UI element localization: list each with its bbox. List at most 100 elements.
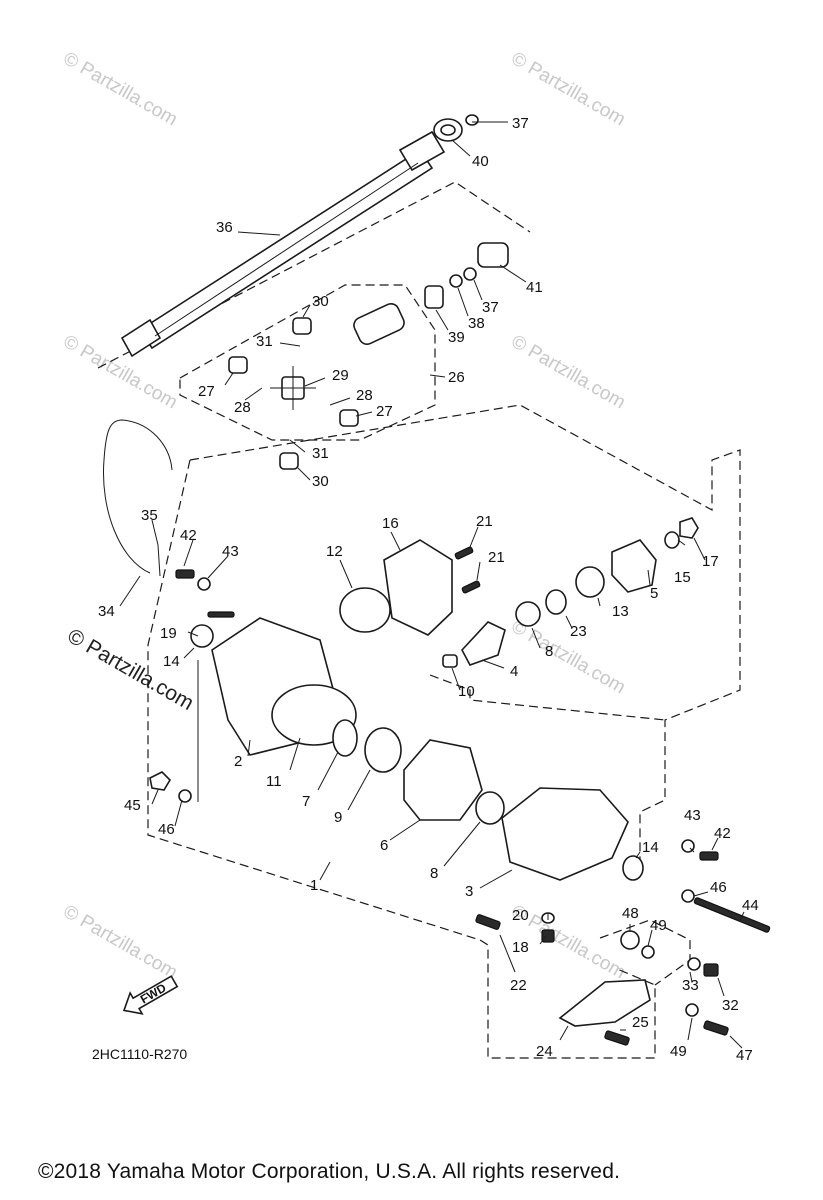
bolt-25	[604, 1030, 630, 1046]
callout-30b[interactable]: 30	[312, 473, 329, 490]
bolt-21-lower	[461, 580, 481, 594]
ring-37	[463, 267, 477, 281]
callout-25[interactable]: 25	[632, 1014, 649, 1031]
callout-12[interactable]: 12	[326, 543, 343, 560]
callout-24[interactable]: 24	[536, 1043, 553, 1060]
callout-11[interactable]: 11	[266, 773, 282, 790]
callout-17[interactable]: 17	[702, 553, 719, 570]
universal-joint[interactable]	[228, 301, 407, 470]
callout-31a[interactable]: 31	[256, 333, 273, 350]
callout-37b[interactable]: 37	[482, 299, 499, 316]
watermark: © Partzilla.com	[60, 331, 181, 413]
callout-15[interactable]: 15	[674, 569, 691, 586]
shim-7	[332, 719, 358, 757]
callout-42a[interactable]: 42	[180, 527, 197, 544]
shaft-spline-front	[398, 130, 446, 172]
callout-40[interactable]: 40	[472, 153, 489, 170]
callout-46b[interactable]: 46	[710, 879, 727, 896]
callout-47[interactable]: 47	[736, 1047, 753, 1064]
callout-8b[interactable]: 8	[430, 865, 438, 882]
watermark: © Partzilla.com	[60, 901, 181, 983]
callout-18[interactable]: 18	[512, 939, 529, 956]
bearing-cup-27-right	[339, 409, 359, 427]
washer-46-left	[178, 789, 192, 803]
callout-4[interactable]: 4	[510, 663, 518, 680]
callout-16[interactable]: 16	[382, 515, 399, 532]
bolt-19	[207, 611, 235, 618]
propeller-shaft[interactable]	[120, 130, 446, 358]
shaft-fittings[interactable]	[424, 114, 509, 309]
ring-38	[449, 274, 463, 288]
callout-33[interactable]: 33	[682, 977, 699, 994]
callout-48[interactable]: 48	[622, 905, 639, 922]
bracket-24	[558, 979, 651, 1027]
callout-34[interactable]: 34	[98, 603, 115, 620]
callout-29[interactable]: 29	[332, 367, 349, 384]
washer-49-upper	[641, 945, 655, 959]
housing-cluster[interactable]	[190, 517, 699, 881]
washer-15	[664, 531, 680, 549]
callout-3[interactable]: 3	[465, 883, 473, 900]
shaft-spline-rear	[120, 318, 162, 358]
callout-10[interactable]: 10	[458, 683, 475, 700]
group-outline-lower	[599, 919, 691, 986]
callout-7[interactable]: 7	[302, 793, 310, 810]
callout-49b[interactable]: 49	[670, 1043, 687, 1060]
callout-41[interactable]: 41	[526, 279, 543, 296]
callout-23[interactable]: 23	[570, 623, 587, 640]
callout-13[interactable]: 13	[612, 603, 629, 620]
watermark: © Partzilla.com	[60, 48, 181, 130]
callout-2[interactable]: 2	[234, 753, 242, 770]
diagram-code: 2HC1110-R270	[92, 1046, 188, 1062]
callout-21a[interactable]: 21	[476, 513, 493, 530]
callout-32[interactable]: 32	[722, 997, 739, 1014]
bolt-32	[703, 963, 719, 977]
callout-6[interactable]: 6	[380, 837, 388, 854]
bolt-42-upper	[175, 569, 195, 579]
callout-49a[interactable]: 49	[650, 917, 667, 934]
callout-35[interactable]: 35	[141, 507, 158, 524]
plug-18	[541, 929, 555, 943]
callout-36[interactable]: 36	[216, 219, 233, 236]
bolt-47	[703, 1020, 729, 1036]
callout-45[interactable]: 45	[124, 797, 141, 814]
callout-37a[interactable]: 37	[512, 115, 529, 132]
callout-28b[interactable]: 28	[356, 387, 373, 404]
washer-46-right	[681, 889, 695, 903]
callout-14b[interactable]: 14	[642, 839, 659, 856]
callout-5[interactable]: 5	[650, 585, 658, 602]
callout-38[interactable]: 38	[468, 315, 485, 332]
callout-1[interactable]: 1	[310, 877, 318, 894]
callout-20[interactable]: 20	[512, 907, 529, 924]
ring-gear-6	[403, 739, 483, 821]
bearing-cup-30-bottom	[279, 452, 299, 470]
callout-8[interactable]: 8	[545, 643, 553, 660]
callout-9[interactable]: 9	[334, 809, 342, 826]
callouts: 1 2 3 4 5 6 7 8 8 9 10 11 12 13 14 14 15…	[98, 115, 759, 1064]
callout-30a[interactable]: 30	[312, 293, 329, 310]
nut-17	[679, 517, 699, 539]
bolt-22	[475, 914, 501, 930]
callout-28a[interactable]: 28	[234, 399, 251, 416]
callout-46a[interactable]: 46	[158, 821, 175, 838]
yoke-5	[611, 539, 657, 593]
shaft-highlight	[154, 162, 419, 337]
hardware[interactable]	[149, 544, 771, 1046]
callout-26[interactable]: 26	[448, 369, 465, 386]
callout-19[interactable]: 19	[160, 625, 177, 642]
callout-27a[interactable]: 27	[198, 383, 215, 400]
spacer-10	[442, 654, 458, 668]
callout-44[interactable]: 44	[742, 897, 759, 914]
callout-21b[interactable]: 21	[488, 549, 505, 566]
callout-43b[interactable]: 43	[684, 807, 701, 824]
pin-35	[157, 544, 161, 577]
callout-27b[interactable]: 27	[376, 403, 393, 420]
callout-39[interactable]: 39	[448, 329, 465, 346]
breather-hose-34[interactable]	[102, 419, 173, 574]
callout-43a[interactable]: 43	[222, 543, 239, 560]
callout-22[interactable]: 22	[510, 977, 527, 994]
callout-31b[interactable]: 31	[312, 445, 329, 462]
callout-14a[interactable]: 14	[163, 653, 180, 670]
callout-42b[interactable]: 42	[714, 825, 731, 842]
